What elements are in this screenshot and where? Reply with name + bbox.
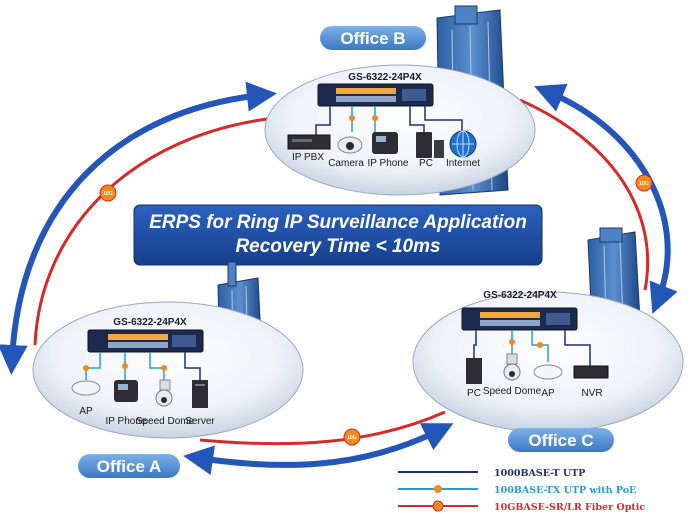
legend-item-utp: 1000BASE-T UTP bbox=[398, 468, 585, 479]
device-label: IP Phone bbox=[106, 416, 147, 427]
device-label: NVR bbox=[581, 388, 602, 399]
switch-model-label: GS-6322-24P4X bbox=[113, 317, 187, 328]
pc-icon bbox=[416, 132, 444, 158]
device-label: PC bbox=[419, 158, 433, 169]
svg-text:1000BASE-T UTP: 1000BASE-T UTP bbox=[494, 468, 585, 479]
ap-icon bbox=[533, 364, 563, 380]
svg-text:10G: 10G bbox=[639, 181, 649, 187]
pc-icon bbox=[466, 358, 482, 384]
fiber-badge: 10G bbox=[343, 428, 361, 446]
svg-text:10G: 10G bbox=[347, 435, 357, 441]
ap-icon bbox=[71, 380, 101, 396]
speed-dome-icon bbox=[503, 353, 521, 381]
device-label: Speed Dome bbox=[483, 386, 542, 397]
title-line-2: Recovery Time < 10ms bbox=[235, 236, 440, 257]
office-c: GS-6322-24P4X PC Speed Dome AP NVR bbox=[412, 227, 684, 452]
nvr-icon bbox=[573, 365, 609, 379]
svg-text:Office A: Office A bbox=[97, 457, 162, 476]
device-label: Speed Dome bbox=[136, 416, 195, 427]
device-label: IP PBX bbox=[292, 152, 324, 163]
office-label-pill: Office C bbox=[508, 428, 614, 452]
ring-arrow-c-to-a bbox=[183, 423, 454, 476]
svg-text:Office B: Office B bbox=[340, 29, 405, 48]
switch-icon bbox=[461, 307, 578, 331]
switch-model-label: GS-6322-24P4X bbox=[348, 72, 422, 83]
device-label: IP Phone bbox=[368, 158, 409, 169]
device-label: Internet bbox=[446, 158, 480, 169]
switch-icon bbox=[87, 329, 204, 353]
fiber-badge: 10G bbox=[635, 174, 653, 192]
camera-icon bbox=[337, 136, 363, 154]
fiber-badges: 10G 10G 10G bbox=[99, 174, 653, 446]
fiber-badge: 10G bbox=[99, 184, 117, 202]
svg-text:100BASE-TX UTP with PoE: 100BASE-TX UTP with PoE bbox=[494, 485, 636, 496]
title-line-1: ERPS for Ring IP Surveillance Applicatio… bbox=[149, 212, 527, 233]
ip-phone-icon bbox=[114, 380, 138, 402]
server-icon bbox=[192, 380, 208, 408]
device-label: Camera bbox=[328, 158, 364, 169]
device-label: AP bbox=[79, 406, 93, 417]
switch-model-label: GS-6322-24P4X bbox=[483, 290, 557, 301]
fiber-link-b-c bbox=[519, 98, 650, 291]
speed-dome-icon bbox=[155, 379, 173, 407]
office-a: GS-6322-24P4X AP IP Pho bbox=[32, 261, 304, 478]
svg-text:10G: 10G bbox=[103, 191, 113, 197]
fiber-link-c-a bbox=[199, 410, 446, 446]
device-label: Server bbox=[185, 416, 215, 427]
ring-links bbox=[0, 81, 678, 476]
office-label-pill: Office A bbox=[78, 454, 180, 478]
title-banner: ERPS for Ring IP Surveillance Applicatio… bbox=[133, 204, 543, 266]
office-label-pill: Office B bbox=[320, 26, 426, 50]
legend-item-poe: 100BASE-TX UTP with PoE bbox=[398, 485, 636, 496]
office-b: Office B GS-6322-24P4X bbox=[264, 5, 536, 196]
legend-item-fiber: 10GBASE-SR/LR Fiber Optic bbox=[398, 500, 645, 513]
device-label: AP bbox=[541, 388, 555, 399]
switch-icon bbox=[317, 83, 434, 107]
ip-pbx-icon bbox=[287, 134, 331, 150]
ring-arrow-a-to-b bbox=[0, 81, 277, 375]
svg-text:Office C: Office C bbox=[528, 431, 593, 450]
device-label: PC bbox=[467, 388, 481, 399]
legend: 1000BASE-T UTP 100BASE-TX UTP with PoE 1… bbox=[398, 468, 645, 513]
ip-phone-icon bbox=[372, 132, 398, 154]
internet-icon bbox=[449, 130, 477, 158]
svg-text:10GBASE-SR/LR Fiber Optic: 10GBASE-SR/LR Fiber Optic bbox=[494, 502, 645, 513]
